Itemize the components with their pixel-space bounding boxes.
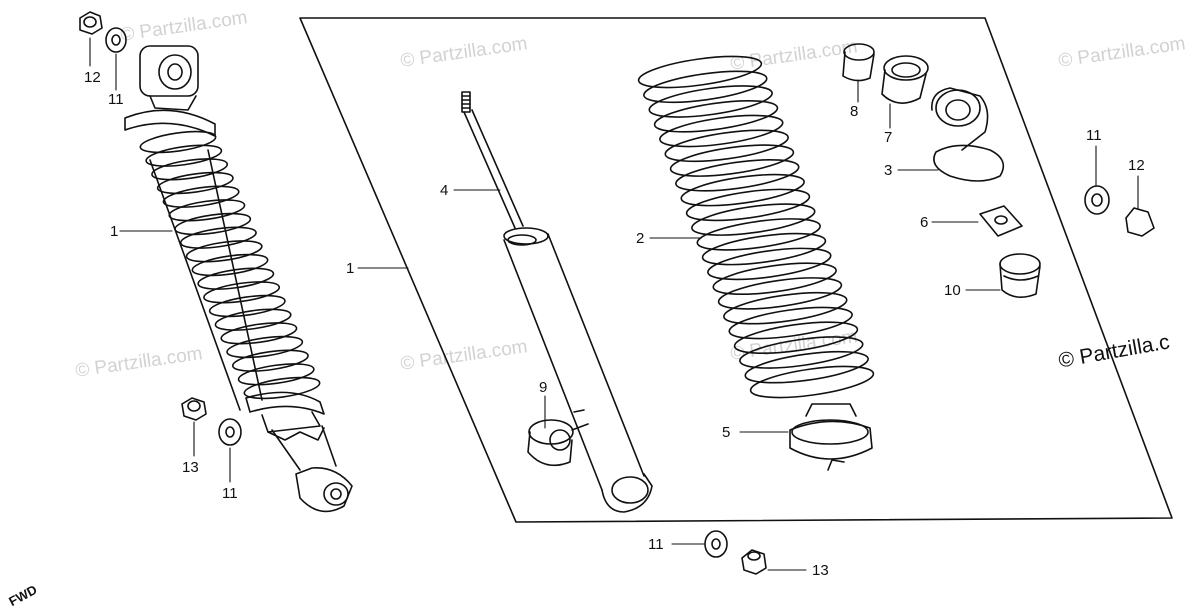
coil-turn [226, 335, 304, 359]
coil-turn [145, 144, 223, 167]
callout-11: 11 [222, 485, 238, 502]
leader-lines [89, 37, 1139, 571]
coil-turn [717, 277, 843, 310]
callout-11: 11 [648, 536, 664, 553]
coil-turn [203, 281, 281, 304]
coil-turn [707, 247, 832, 281]
coil-turn [214, 308, 292, 331]
callout-11: 11 [1086, 127, 1102, 144]
spring-coils [637, 55, 875, 399]
coil-turn [733, 321, 859, 354]
coil-turn [197, 267, 275, 290]
callout-12: 12 [84, 69, 101, 86]
coil-turn [637, 55, 763, 89]
coil-turn [168, 199, 246, 222]
coil-turn [685, 188, 811, 222]
upper-bushing [881, 55, 929, 104]
spring-seat [789, 403, 873, 471]
callout-2: 2 [636, 230, 645, 247]
washers-and-nuts [79, 11, 1155, 575]
callout-3: 3 [884, 162, 893, 179]
rear-shock-assembly [124, 45, 353, 513]
coil-turn [675, 159, 800, 192]
coil-turn [701, 232, 827, 266]
coil-turn [162, 185, 240, 208]
coil-turn [659, 114, 784, 148]
coil-turn [191, 253, 269, 277]
coil-turn [696, 218, 821, 251]
coil-turn [139, 130, 217, 154]
coil-turn [728, 306, 853, 340]
coil-turn [208, 294, 286, 318]
coil-turn [739, 336, 864, 369]
coil-turn [151, 158, 229, 181]
coil-turn [712, 262, 837, 295]
coil-turn [648, 85, 773, 118]
callout-13: 13 [812, 562, 829, 579]
spring-upper-seat [931, 87, 1005, 182]
damper-unit [461, 91, 653, 513]
coil-turn [691, 203, 816, 236]
callout-1: 1 [110, 223, 119, 240]
coil-turn [643, 70, 768, 104]
coil-turn [669, 144, 795, 177]
callout-4: 4 [440, 182, 449, 199]
coil-turn [664, 129, 789, 163]
coil-turn [156, 171, 234, 195]
coil-turn [237, 363, 315, 386]
coil-turn [179, 226, 257, 249]
stopper-plate-hole [994, 215, 1008, 225]
coil-turn [680, 173, 805, 207]
coil-turn [185, 240, 263, 263]
coil-turn [231, 349, 309, 372]
coil-turn [243, 376, 321, 400]
callout-9: 9 [539, 379, 548, 396]
callout-8: 8 [850, 103, 859, 120]
callout-1: 1 [346, 260, 355, 277]
callout-10: 10 [944, 282, 961, 299]
callout-5: 5 [722, 424, 731, 441]
coil-turn [744, 350, 869, 384]
joint-rubber [999, 253, 1041, 298]
assembly-box-outline [299, 17, 1173, 523]
left-shock-coils [139, 130, 321, 400]
callout-7: 7 [884, 129, 893, 146]
callout-13: 13 [182, 459, 199, 476]
callout-12: 12 [1128, 157, 1145, 174]
coil-turn [653, 100, 779, 133]
rubber-bushing [527, 419, 574, 467]
coil-turn [220, 322, 298, 345]
stopper-plate [979, 205, 1023, 237]
callout-6: 6 [920, 214, 929, 231]
coil-turn [749, 365, 875, 399]
callout-11: 11 [108, 91, 124, 108]
coil-turn [174, 212, 252, 236]
collar [842, 43, 875, 82]
coil-turn [723, 291, 848, 325]
